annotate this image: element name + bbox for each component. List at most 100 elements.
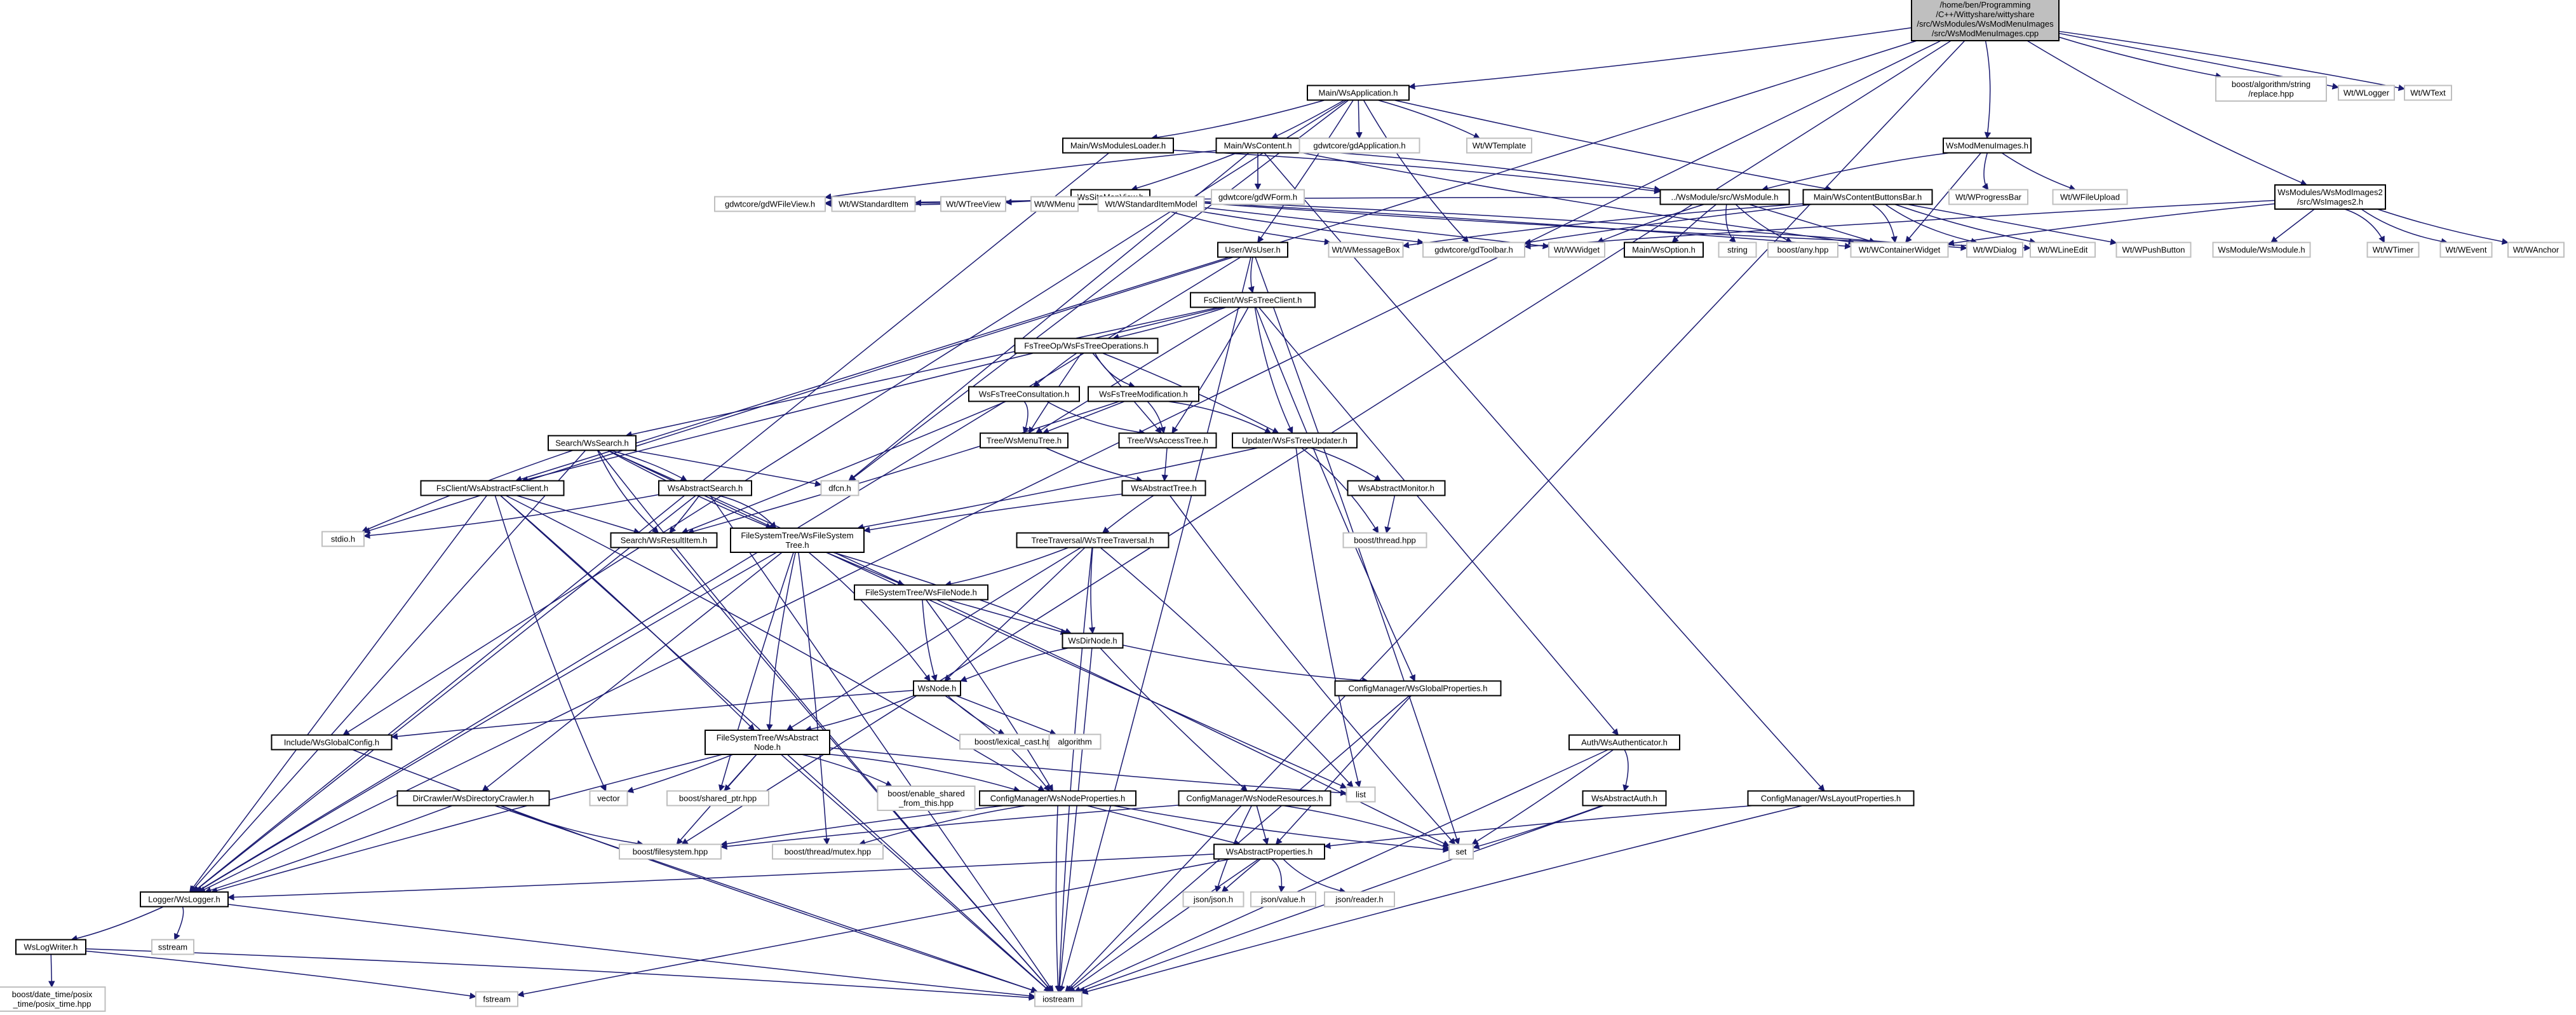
graph-node-set[interactable]: set: [1448, 843, 1474, 860]
graph-node-wtemplate[interactable]: Wt/WTemplate: [1466, 137, 1532, 154]
graph-node-wsapp[interactable]: Main/WsApplication.h: [1307, 85, 1410, 101]
graph-node-threadhpp[interactable]: boost/thread.hpp: [1342, 532, 1427, 548]
graph-node-fstreeop[interactable]: FsTreeOp/WsFsTreeOperations.h: [1014, 337, 1159, 354]
graph-node-jsonreader[interactable]: json/reader.h: [1324, 891, 1395, 908]
graph-node-filenode[interactable]: FileSystemTree/WsFileNode.h: [854, 584, 988, 601]
node-box: [1347, 480, 1446, 496]
graph-node-algorithm[interactable]: algorithm: [1048, 733, 1102, 750]
graph-node-wdialog[interactable]: Wt/WDialog: [1966, 242, 2023, 258]
graph-node-wsnode[interactable]: WsNode.h: [913, 680, 961, 697]
graph-node-gdform[interactable]: gdwtcore/gdWForm.h: [1211, 189, 1305, 205]
node-label: WsDirNode.h: [1068, 636, 1117, 646]
graph-node-list[interactable]: list: [1345, 786, 1376, 803]
graph-node-wstdmodel[interactable]: Wt/WStandardItemModel: [1097, 196, 1205, 212]
graph-node-wevent[interactable]: Wt/WEvent: [2439, 242, 2493, 258]
graph-node-absprops[interactable]: WsAbstractProperties.h: [1213, 843, 1325, 860]
graph-node-dircrawler[interactable]: DirCrawler/WsDirectoryCrawler.h: [396, 790, 550, 807]
node-box: [2439, 242, 2493, 258]
graph-node-gdapp[interactable]: gdwtcore/gdApplication.h: [1298, 137, 1420, 154]
graph-node-wsoption[interactable]: Main/WsOption.h: [1624, 242, 1704, 258]
graph-node-updater[interactable]: Updater/WsFsTreeUpdater.h: [1232, 432, 1358, 449]
node-box: [980, 432, 1069, 449]
graph-node-gdfileview[interactable]: gdwtcore/gdWFileView.h: [714, 196, 826, 212]
graph-node-wtext[interactable]: Wt/WText: [2404, 85, 2452, 101]
graph-node-wsmodulewsmodule[interactable]: WsModule/WsModule.h: [2212, 242, 2311, 258]
graph-node-wcontainer[interactable]: Wt/WContainerWidget: [1850, 242, 1949, 258]
edge-root-to-wsapp: [1408, 27, 1912, 90]
edge-wslogger-to-sstream: [174, 906, 184, 941]
node-box: [2052, 189, 2128, 205]
graph-node-vector[interactable]: vector: [589, 790, 628, 807]
graph-node-wscontent[interactable]: Main/WsContent.h: [1215, 137, 1300, 154]
graph-node-wsabstree[interactable]: WsAbstractTree.h: [1121, 480, 1206, 496]
graph-node-wsmodimg[interactable]: WsModMenuImages.h: [1943, 137, 2032, 154]
graph-node-jsonvalue[interactable]: json/value.h: [1250, 891, 1316, 908]
node-label: Wt/WWidget: [1554, 245, 1600, 255]
graph-node-sharedptr[interactable]: boost/shared_ptr.hpp: [666, 790, 769, 807]
graph-node-dirnode[interactable]: WsDirNode.h: [1062, 632, 1124, 649]
graph-node-wlogger[interactable]: Wt/WLogger: [2338, 85, 2395, 101]
graph-node-wsabssearch[interactable]: WsAbstractSearch.h: [658, 480, 752, 496]
graph-node-globalconfig[interactable]: Include/WsGlobalConfig.h: [271, 734, 393, 751]
graph-node-resultitem[interactable]: Search/WsResultItem.h: [610, 532, 718, 548]
graph-node-wsaccesstree[interactable]: Tree/WsAccessTree.h: [1118, 432, 1217, 449]
graph-node-filesystemhpp[interactable]: boost/filesystem.hpp: [619, 843, 722, 860]
graph-node-wmsgbox[interactable]: Wt/WMessageBox: [1328, 242, 1404, 258]
graph-node-wtreeview[interactable]: Wt/WTreeView: [940, 196, 1006, 212]
graph-node-wprogress[interactable]: Wt/WProgressBar: [1948, 189, 2028, 205]
graph-node-stdio[interactable]: stdio.h: [321, 531, 365, 547]
graph-node-string[interactable]: string: [1718, 242, 1757, 258]
graph-node-enableshared[interactable]: boost/enable_shared_from_this.hpp: [877, 786, 976, 811]
edge-wsmodule-to-string: [1725, 204, 1736, 243]
graph-node-treetrav[interactable]: TreeTraversal/WsTreeTraversal.h: [1016, 532, 1170, 548]
graph-node-wmenu[interactable]: Wt/WMenu: [1030, 196, 1079, 212]
graph-node-nodeprops[interactable]: ConfigManager/WsNodeProperties.h: [979, 790, 1136, 807]
graph-node-layoutprops[interactable]: ConfigManager/WsLayoutProperties.h: [1747, 790, 1915, 807]
graph-node-wsmodule[interactable]: ../WsModule/src/WsModule.h: [1659, 189, 1790, 205]
graph-node-wstditem[interactable]: Wt/WStandardItem: [831, 196, 916, 212]
graph-node-fsabsclient[interactable]: FsClient/WsAbstractFsClient.h: [420, 480, 565, 496]
graph-node-wsabsmon[interactable]: WsAbstractMonitor.h: [1347, 480, 1446, 496]
graph-node-dfcnh[interactable]: dfcn.h: [820, 480, 860, 496]
graph-node-fsmodif[interactable]: WsFsTreeModification.h: [1088, 386, 1199, 402]
graph-node-wsmenutree[interactable]: Tree/WsMenuTree.h: [980, 432, 1069, 449]
graph-node-jsonh[interactable]: json/json.h: [1182, 891, 1244, 908]
graph-node-wanchor[interactable]: Wt/WAnchor: [2507, 242, 2565, 258]
graph-node-wtimer[interactable]: Wt/WTimer: [2366, 242, 2420, 258]
graph-node-wsabsauth[interactable]: WsAbstractAuth.h: [1582, 790, 1667, 807]
graph-node-wslogger[interactable]: Logger/WsLogger.h: [140, 891, 229, 908]
graph-node-wscontentbtn[interactable]: Main/WsContentButtonsBar.h: [1802, 189, 1933, 205]
graph-node-wslogwriter[interactable]: WsLogWriter.h: [15, 939, 86, 955]
graph-node-fstream[interactable]: fstream: [475, 991, 518, 1007]
graph-node-wssearch[interactable]: Search/WsSearch.h: [548, 435, 637, 451]
node-box: [831, 196, 916, 212]
graph-node-wpushbutton[interactable]: Wt/WPushButton: [2115, 242, 2192, 258]
graph-node-wfileupload[interactable]: Wt/WFileUpload: [2052, 189, 2128, 205]
graph-node-wlineedit[interactable]: Wt/WLineEdit: [2030, 242, 2096, 258]
node-box: [15, 939, 86, 955]
graph-node-wsmodloader[interactable]: Main/WsModulesLoader.h: [1062, 137, 1174, 154]
node-label: FsClient/WsAbstractFsClient.h: [436, 484, 548, 493]
graph-node-root[interactable]: /home/ben/Programming/C++/Wittyshare/wit…: [1911, 0, 2060, 41]
edge-wsabstree-to-set: [1169, 495, 1456, 845]
graph-node-noderes[interactable]: ConfigManager/WsNodeResources.h: [1178, 790, 1332, 807]
graph-node-wsmodimages2[interactable]: WsModules/WsModImages2/src/WsImages2.h: [2274, 184, 2386, 210]
graph-node-wsuser[interactable]: User/WsUser.h: [1217, 242, 1288, 258]
graph-node-anyhpp[interactable]: boost/any.hpp: [1767, 242, 1838, 258]
graph-node-wwidget[interactable]: Wt/WWidget: [1548, 242, 1605, 258]
node-label: json/value.h: [1260, 895, 1305, 904]
graph-node-algo[interactable]: boost/algorithm/string/replace.hpp: [2215, 76, 2327, 102]
graph-node-authauth[interactable]: Auth/WsAuthenticator.h: [1568, 734, 1680, 751]
graph-node-lexcast[interactable]: boost/lexical_cast.hpp: [959, 733, 1071, 750]
graph-node-sstream[interactable]: sstream: [151, 939, 194, 955]
graph-node-globalprops[interactable]: ConfigManager/WsGlobalProperties.h: [1334, 680, 1502, 697]
graph-node-iostream[interactable]: iostream: [1034, 991, 1082, 1007]
graph-node-gdtoolbar[interactable]: gdwtcore/gdToolbar.h: [1422, 242, 1525, 258]
graph-node-fsclient[interactable]: FsClient/WsFsTreeClient.h: [1190, 292, 1316, 308]
graph-node-posixtime[interactable]: boost/date_time/posix_time/posix_time.hp…: [0, 986, 106, 1012]
graph-node-mutex[interactable]: boost/thread/mutex.hpp: [772, 843, 884, 860]
graph-node-fsconsult[interactable]: WsFsTreeConsultation.h: [968, 386, 1080, 402]
edge-wsapp-to-wsmodloader: [1150, 99, 1325, 141]
